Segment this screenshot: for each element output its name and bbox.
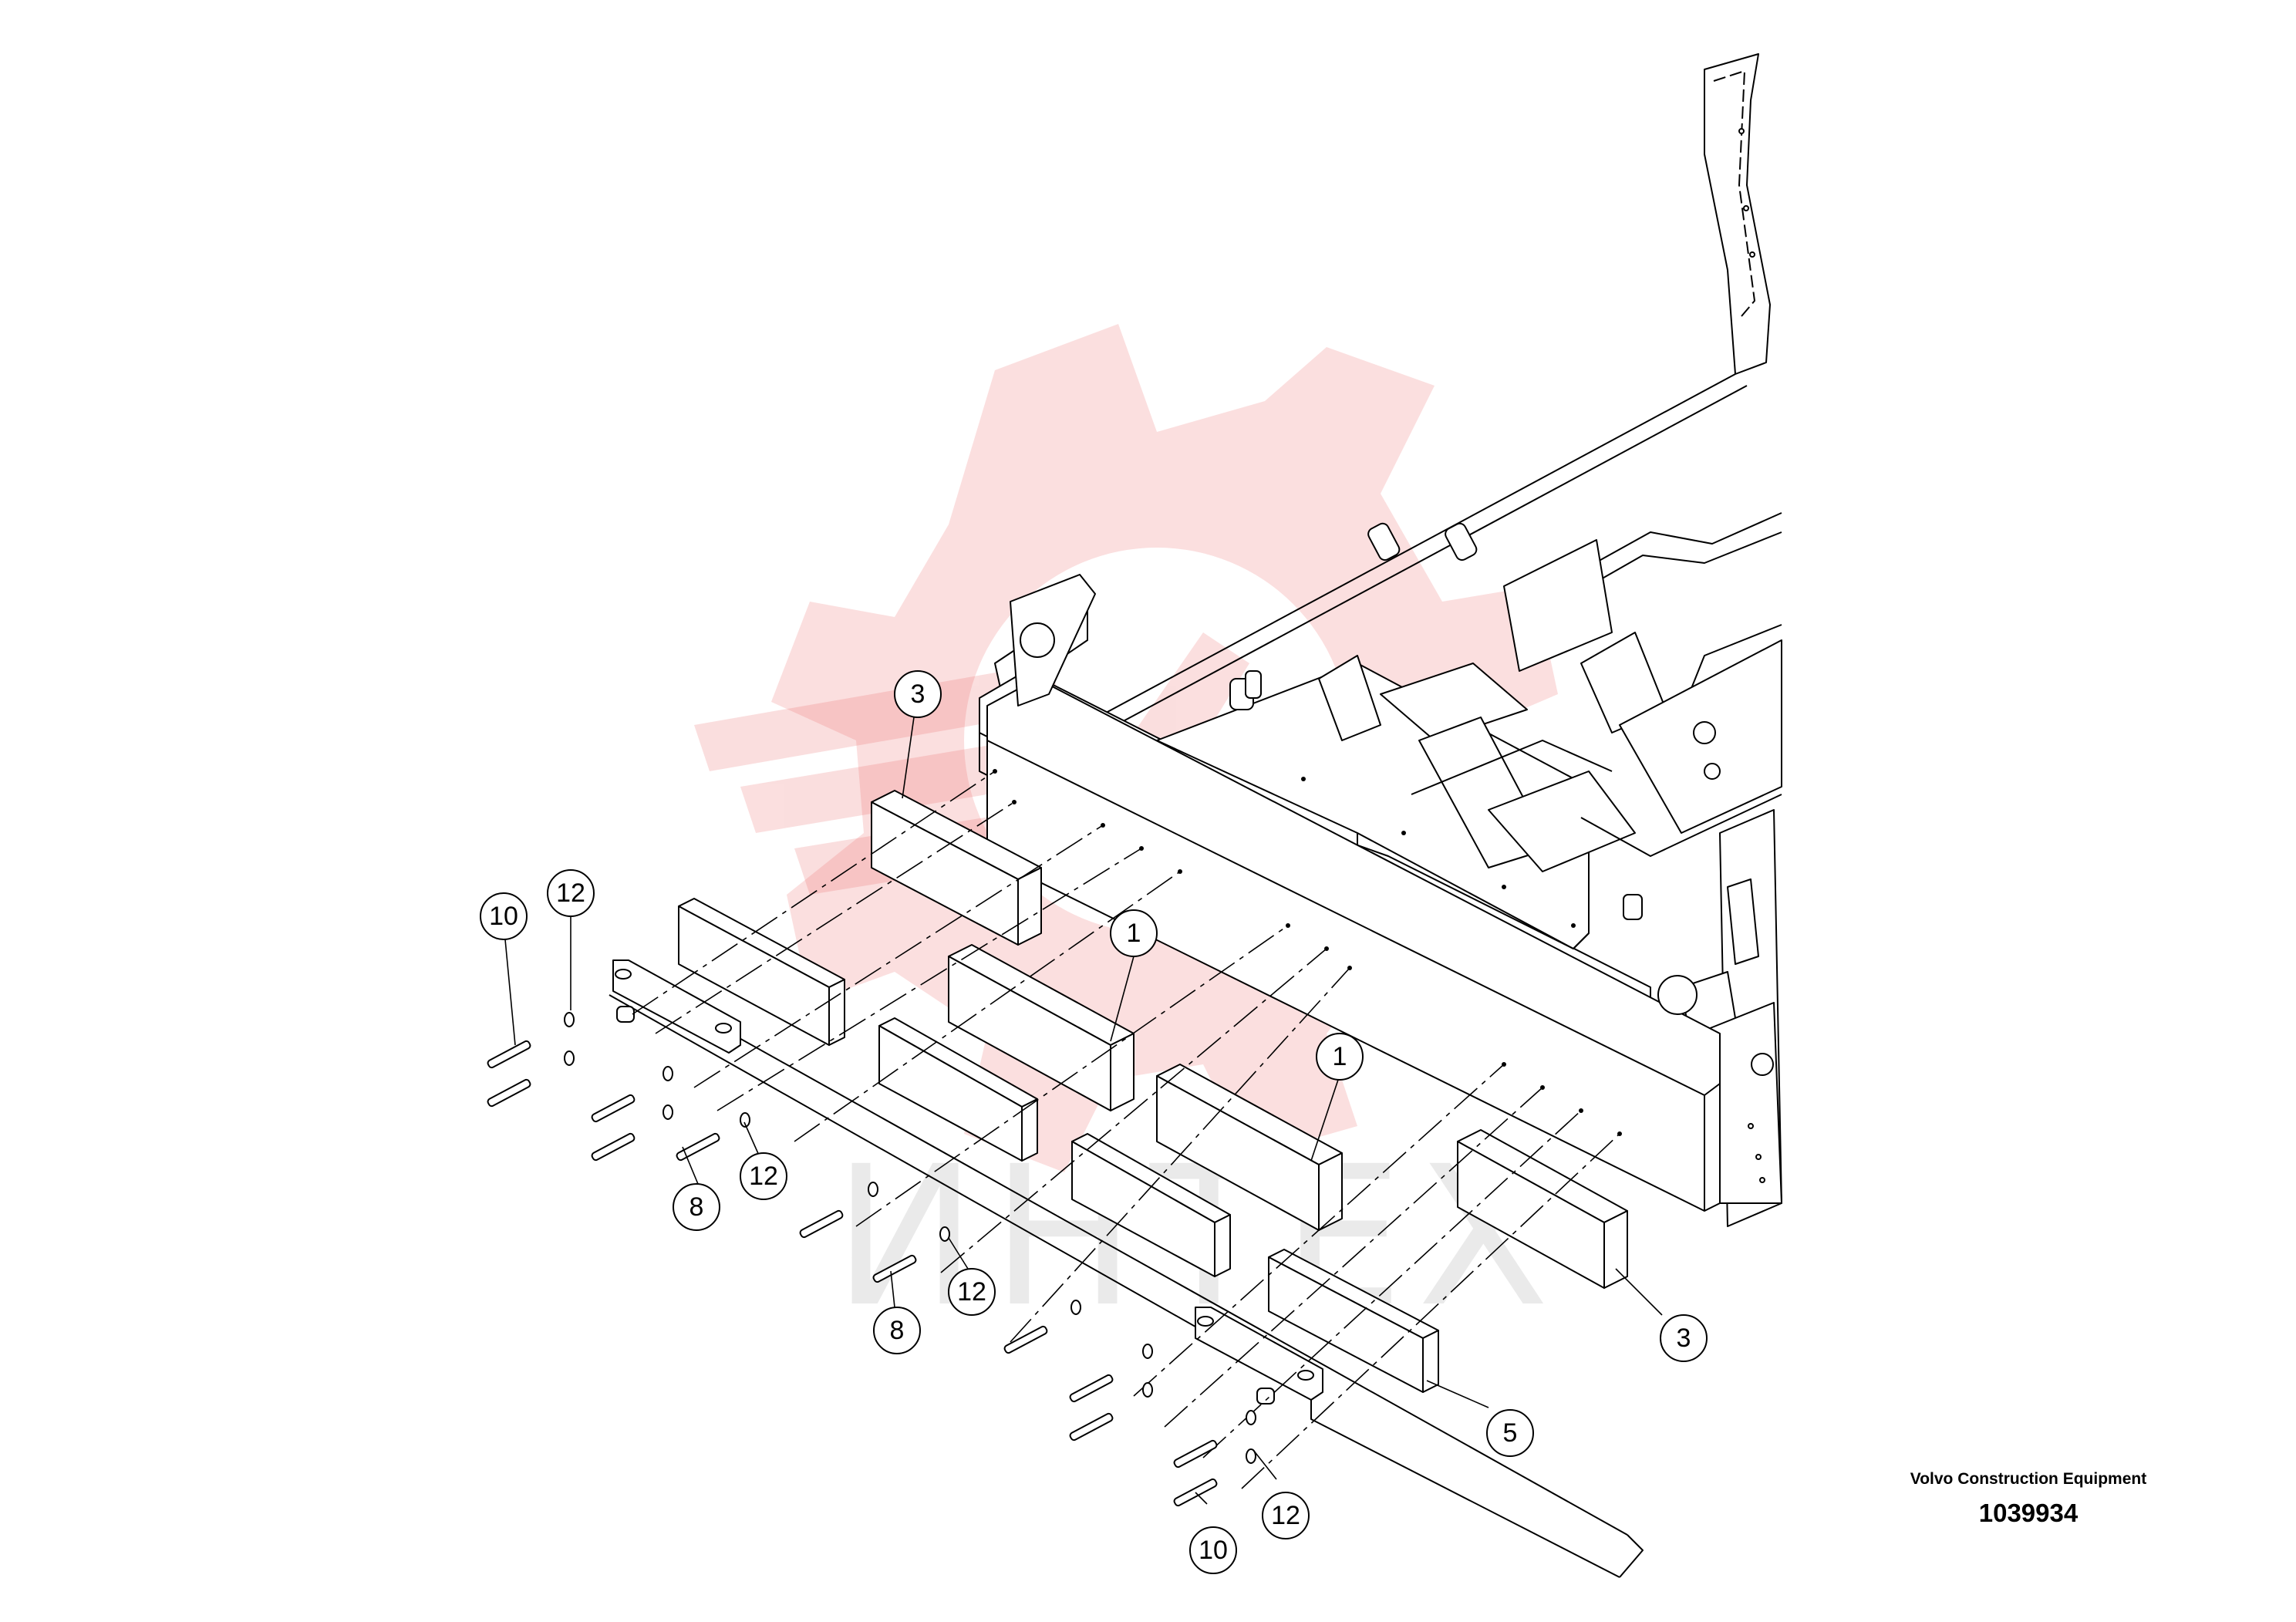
callout-12-a: 12 bbox=[740, 1152, 787, 1200]
counterweight-parts bbox=[612, 790, 1628, 1404]
svg-text:12: 12 bbox=[749, 1162, 778, 1191]
backing-plate-d bbox=[1268, 1249, 1439, 1393]
callout-12-b: 12 bbox=[948, 1268, 996, 1316]
callout-3-right: 3 bbox=[1660, 1314, 1708, 1362]
backing-plate-c bbox=[1071, 1133, 1231, 1277]
callout-1-left: 1 bbox=[1110, 909, 1158, 957]
part-1-left-block bbox=[948, 944, 1135, 1111]
svg-text:12: 12 bbox=[1271, 1501, 1300, 1530]
callout-leaders bbox=[504, 717, 1663, 1505]
part-1-right-block bbox=[1156, 1064, 1343, 1231]
svg-text:10: 10 bbox=[1199, 1536, 1228, 1565]
bolt-centerlines bbox=[632, 771, 1620, 1489]
brand-block: Volvo Construction Equipment 1039934 bbox=[1882, 1469, 2175, 1528]
svg-text:1: 1 bbox=[1127, 919, 1141, 948]
part-3-top-block bbox=[871, 790, 1042, 946]
callout-8-a: 8 bbox=[673, 1183, 720, 1231]
callout-3-top: 3 bbox=[894, 670, 942, 718]
svg-text:3: 3 bbox=[1677, 1324, 1691, 1353]
svg-text:3: 3 bbox=[911, 679, 925, 709]
backing-plate-b bbox=[878, 1017, 1038, 1162]
chassis-frame bbox=[609, 53, 1782, 1578]
callout-8-b: 8 bbox=[873, 1307, 921, 1354]
svg-text:8: 8 bbox=[689, 1192, 704, 1222]
drawing-number: 1039934 bbox=[1978, 1499, 2079, 1527]
svg-text:12: 12 bbox=[556, 878, 585, 908]
callout-12-c: 12 bbox=[1262, 1492, 1310, 1539]
svg-text:10: 10 bbox=[489, 902, 518, 931]
svg-text:8: 8 bbox=[890, 1316, 905, 1345]
backing-plate-a bbox=[678, 898, 845, 1046]
callout-12-left: 12 bbox=[547, 869, 595, 917]
svg-text:12: 12 bbox=[957, 1277, 986, 1307]
brand-name: Volvo Construction Equipment bbox=[1910, 1470, 2147, 1488]
callout-10-bottom: 10 bbox=[1189, 1526, 1237, 1574]
svg-text:5: 5 bbox=[1503, 1418, 1518, 1448]
end-bracket-a bbox=[612, 959, 741, 1054]
svg-text:1: 1 bbox=[1333, 1042, 1347, 1071]
part-3-right-block bbox=[1457, 1129, 1628, 1289]
callout-10-left: 10 bbox=[480, 892, 528, 940]
bolts-and-washers bbox=[487, 1012, 1256, 1507]
callout-5: 5 bbox=[1486, 1409, 1534, 1457]
callout-1-right: 1 bbox=[1316, 1033, 1364, 1081]
